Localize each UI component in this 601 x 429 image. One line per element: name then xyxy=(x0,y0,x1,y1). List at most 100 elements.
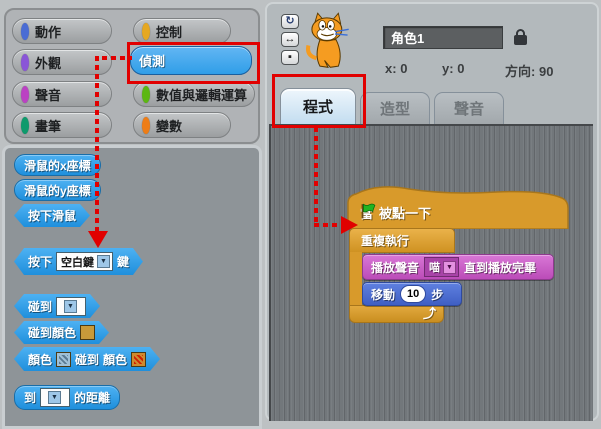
forever-left-arm xyxy=(349,252,362,306)
sprite-direction-readout: 方向: 90 xyxy=(505,61,553,80)
annotation-arrow-segment xyxy=(95,56,99,232)
tab-label: 聲音 xyxy=(453,101,484,118)
block-label: 顏色 xyxy=(28,352,53,367)
x-label: x: xyxy=(385,61,397,76)
category-sensing[interactable]: 偵測 xyxy=(130,46,252,75)
tab-costumes[interactable]: 造型 xyxy=(360,92,430,124)
block-label: 滑鼠的x座標 xyxy=(24,158,91,173)
category-label: 控制 xyxy=(156,24,183,40)
category-label: 外觀 xyxy=(35,55,62,71)
block-palette: 滑鼠的x座標 滑鼠的y座標 按下滑鼠 按下 空白鍵 ▼ 鍵 碰到 ▼ 碰到顏色 … xyxy=(2,145,262,429)
sprite-y-readout: y: 0 xyxy=(442,61,464,76)
rotate-icon: ↻ xyxy=(285,15,295,27)
tab-label: 程式 xyxy=(302,99,333,116)
block-play-sound-until-done[interactable]: 播放聲音 喵 ▼ 直到播放完畢 xyxy=(362,254,554,280)
block-label: 到 xyxy=(24,391,37,405)
block-when-flag-clicked[interactable]: 當 被點一下 xyxy=(347,185,569,229)
annotation-arrow-segment xyxy=(102,56,132,60)
script-area[interactable]: 當 被點一下 重複執行 ⤴ 播放聲音 喵 ▼ 直到播放完畢 xyxy=(269,124,593,421)
control-color-dot xyxy=(142,22,150,40)
block-label: 直到播放完畢 xyxy=(463,260,536,275)
annotation-arrowhead-down xyxy=(88,231,108,248)
direction-label: 方向: xyxy=(505,64,536,79)
annotation-arrow-segment xyxy=(314,223,342,227)
block-mouse-y[interactable]: 滑鼠的y座標 xyxy=(14,179,101,201)
block-label: 的距離 xyxy=(74,391,111,405)
dropdown-arrow-icon: ▼ xyxy=(64,300,77,313)
block-move-steps[interactable]: 移動 10 步 xyxy=(362,282,462,306)
category-label: 偵測 xyxy=(139,54,166,69)
block-touching-color[interactable]: 碰到顏色 xyxy=(14,321,109,344)
category-label: 動作 xyxy=(35,24,62,40)
block-mouse-x[interactable]: 滑鼠的x座標 xyxy=(14,154,101,176)
steps-input[interactable]: 10 xyxy=(400,285,427,303)
annotation-arrowhead-right xyxy=(341,216,358,234)
tab-sounds[interactable]: 聲音 xyxy=(434,92,504,124)
block-label: 滑鼠的y座標 xyxy=(24,183,91,198)
hat-block-shape xyxy=(347,186,569,229)
sprite-detail-panel: ↻ ↔ ▪ 角色1 x: 0 y: 0 方向: 90 程式 xyxy=(265,2,599,421)
steps-value: 10 xyxy=(407,288,420,300)
sound-color-dot xyxy=(21,85,29,103)
category-control[interactable]: 控制 xyxy=(133,18,231,44)
block-label: 按下 xyxy=(28,255,53,269)
x-value: 0 xyxy=(400,61,408,76)
distance-dropdown[interactable]: ▼ xyxy=(40,388,71,407)
category-motion[interactable]: 動作 xyxy=(12,18,112,44)
dropdown-arrow-icon: ▼ xyxy=(97,255,110,268)
block-label: 碰到顏色 xyxy=(28,326,77,340)
key-dropdown[interactable]: 空白鍵 ▼ xyxy=(56,252,113,271)
category-panel: 動作 控制 外觀 偵測 聲音 數值與邏輯運算 畫筆 變數 xyxy=(4,8,260,144)
touching-dropdown[interactable]: ▼ xyxy=(56,297,86,316)
swatch-mark xyxy=(134,355,143,364)
direction-value: 90 xyxy=(538,64,554,79)
lock-icon[interactable] xyxy=(514,29,527,45)
flip-horizontal-icon: ↔ xyxy=(284,33,296,45)
y-label: y: xyxy=(442,61,454,76)
tab-scripts[interactable]: 程式 xyxy=(280,88,356,124)
tab-label: 造型 xyxy=(379,101,410,118)
block-touching[interactable]: 碰到 ▼ xyxy=(14,294,100,318)
block-label: 顏色 xyxy=(103,352,128,367)
sound-dropdown[interactable]: 喵 ▼ xyxy=(424,257,459,277)
loop-arrow-icon: ⤴ xyxy=(422,306,436,321)
block-label: 步 xyxy=(431,287,444,302)
color-swatch[interactable] xyxy=(131,352,146,367)
dropdown-arrow-icon: ▼ xyxy=(443,260,456,274)
block-color-touching-color[interactable]: 顏色 碰到 顏色 xyxy=(14,347,160,371)
color-swatch[interactable] xyxy=(80,325,95,340)
swatch-mark xyxy=(59,355,68,364)
rotate-style-free-button[interactable]: ↻ xyxy=(281,14,299,29)
y-value: 0 xyxy=(457,61,465,76)
rotate-style-none-button[interactable]: ▪ xyxy=(281,50,299,65)
pen-color-dot xyxy=(21,116,29,134)
no-rotate-icon: ▪ xyxy=(288,51,292,63)
sprite-x-readout: x: 0 xyxy=(385,61,407,76)
block-distance-to[interactable]: 到 ▼ 的距離 xyxy=(14,385,121,410)
category-label: 聲音 xyxy=(35,87,62,103)
green-flag-icon xyxy=(361,203,376,219)
category-numbers[interactable]: 數值與邏輯運算 xyxy=(133,81,255,107)
block-label: 鍵 xyxy=(116,255,129,269)
block-mouse-down[interactable]: 按下滑鼠 xyxy=(14,204,90,227)
block-label: 播放聲音 xyxy=(371,260,420,275)
annotation-arrow-segment xyxy=(314,127,318,222)
block-forever[interactable]: 重複執行 xyxy=(349,228,455,253)
sprite-name-value: 角色1 xyxy=(391,31,425,46)
block-key-pressed[interactable]: 按下 空白鍵 ▼ 鍵 xyxy=(14,248,143,275)
numbers-color-dot xyxy=(142,85,150,103)
color-swatch[interactable] xyxy=(56,352,71,367)
rotate-style-flip-button[interactable]: ↔ xyxy=(281,32,299,47)
forever-bottom-arm: ⤴ xyxy=(349,305,444,323)
category-variables[interactable]: 變數 xyxy=(133,112,231,138)
category-label: 變數 xyxy=(156,118,183,134)
block-label: 被點一下 xyxy=(379,206,432,221)
sound-dropdown-value: 喵 xyxy=(429,262,441,274)
looks-color-dot xyxy=(21,53,29,71)
block-label: 按下滑鼠 xyxy=(28,209,77,223)
sprite-thumbnail-cat xyxy=(306,12,349,68)
category-label: 數值與邏輯運算 xyxy=(156,87,248,103)
sprite-name-field[interactable]: 角色1 xyxy=(383,26,503,49)
motion-color-dot xyxy=(21,22,29,40)
